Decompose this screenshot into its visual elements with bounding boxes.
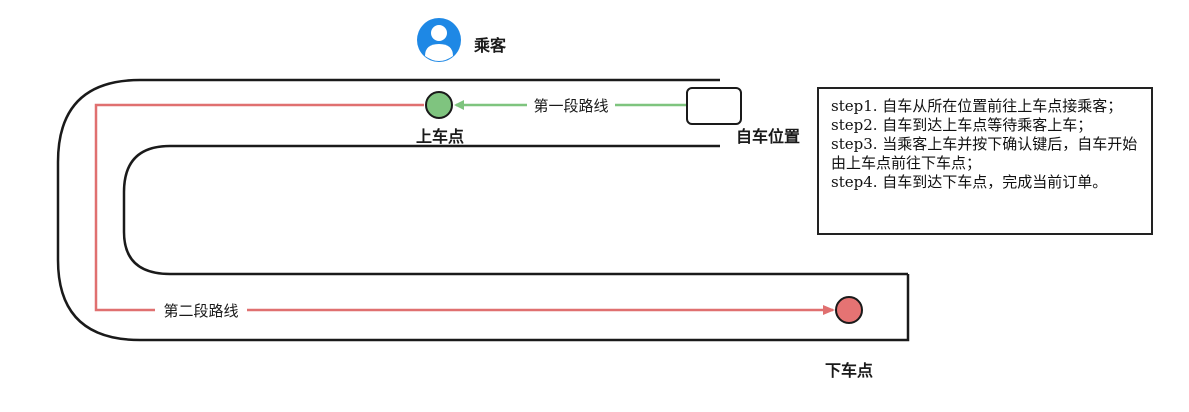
route1-label: 第一段路线 xyxy=(533,97,608,115)
route1-label-bg xyxy=(527,94,615,116)
own-vehicle-box xyxy=(686,87,742,125)
route2-line xyxy=(94,103,835,315)
step-2-text: step2. 自车到达上车点等待乘客上车； xyxy=(831,116,1093,134)
step-1-text: step1. 自车从所在位置前往上车点接乘客； xyxy=(831,97,1123,115)
dropoff-label: 下车点 xyxy=(825,361,873,380)
road-outer-boundary xyxy=(56,78,910,342)
route2-label: 第二段路线 xyxy=(163,302,238,320)
pickup-point xyxy=(425,91,453,119)
step-3-text: step3. 当乘客上车并按下确认键后，自车开始由上车点前往下车点； xyxy=(831,135,1138,172)
pickup-label: 上车点 xyxy=(416,127,464,146)
steps-description-box: step1. 自车从所在位置前往上车点接乘客； step2. 自车到达上车点等待… xyxy=(817,87,1153,235)
own-position-label: 自车位置 xyxy=(736,127,800,146)
step-4-text: step4. 自车到达下车点，完成当前订单。 xyxy=(831,173,1108,191)
passenger-label: 乘客 xyxy=(473,36,507,55)
person-avatar-icon xyxy=(417,18,461,62)
road-inner-boundary xyxy=(122,144,908,276)
dropoff-point xyxy=(835,296,863,324)
route2-label-bg xyxy=(155,299,247,321)
